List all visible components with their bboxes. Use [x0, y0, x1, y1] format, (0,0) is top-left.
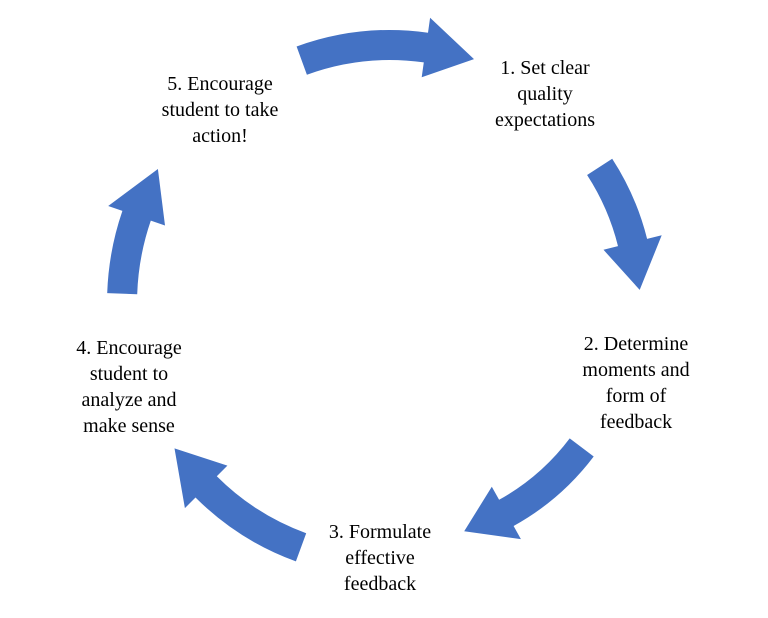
curved-arrow-3-to-4	[174, 448, 307, 562]
curved-arrow-1-to-2	[587, 158, 662, 290]
curved-arrow-5-to-1	[296, 17, 474, 78]
curved-arrow-4-to-5	[107, 169, 165, 295]
curved-arrow-2-to-3	[464, 438, 594, 540]
